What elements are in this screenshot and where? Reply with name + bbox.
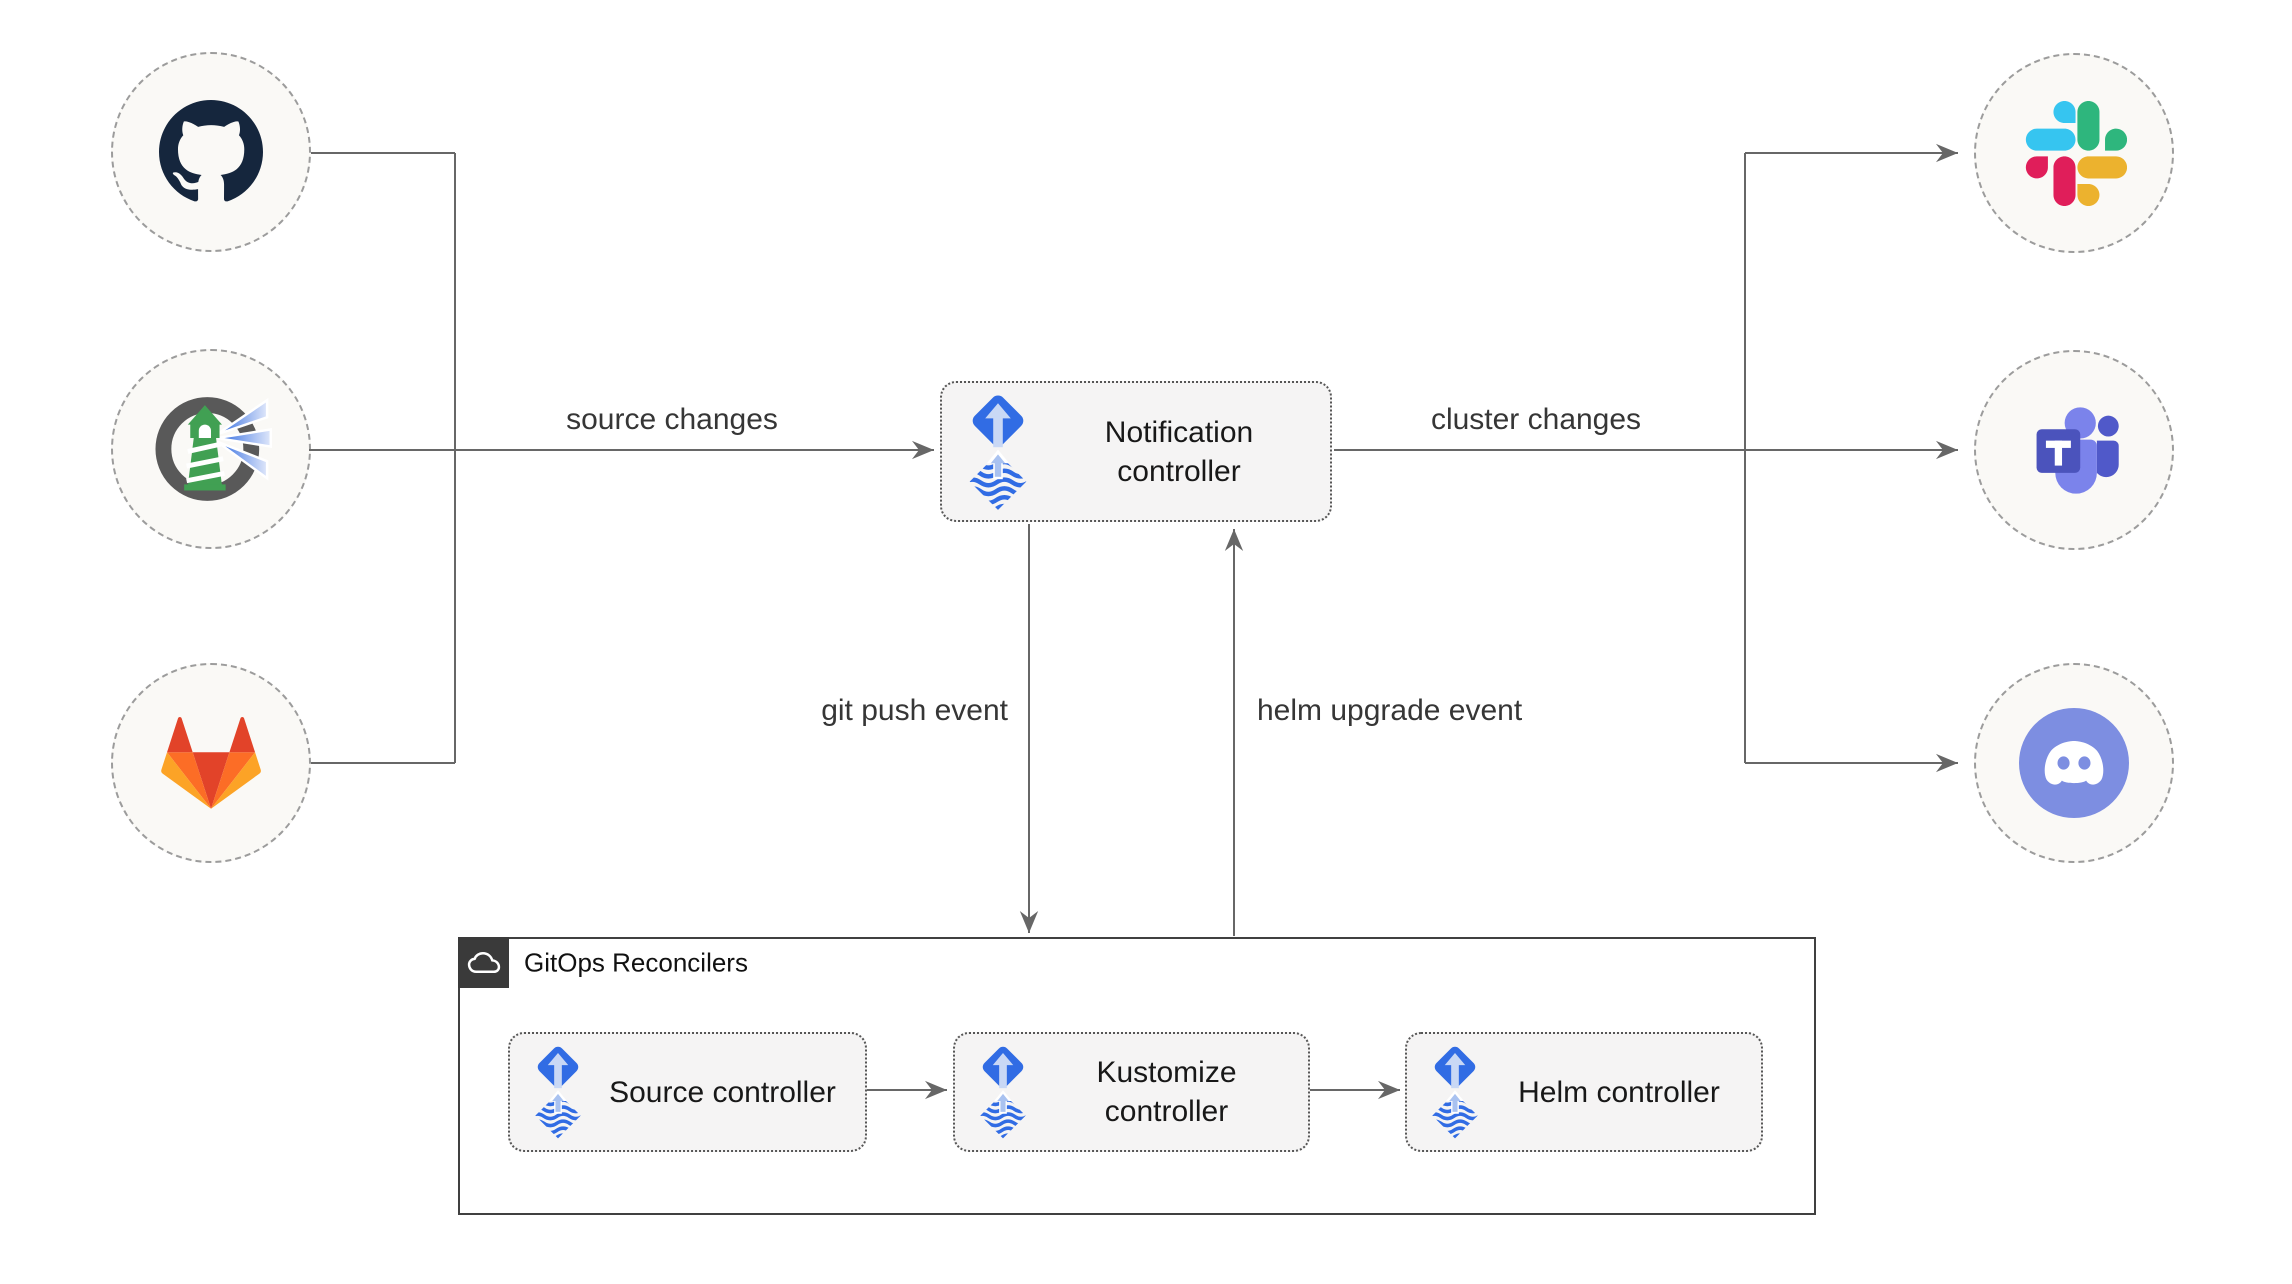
- container-title: GitOps Reconcilers: [524, 947, 748, 978]
- flux-icon: [958, 392, 1038, 512]
- node-source-controller: Source controller: [508, 1032, 867, 1152]
- edge-label-git-push-event: git push event: [821, 694, 1008, 727]
- target-node-discord: [1974, 663, 2174, 863]
- node-kustomize-controller: Kustomize controller: [953, 1032, 1310, 1152]
- container-badge: [458, 937, 509, 988]
- microsoft-teams-icon: [2022, 398, 2126, 502]
- node-helm-controller: Helm controller: [1405, 1032, 1763, 1152]
- edge-label-source-changes: source changes: [566, 403, 778, 436]
- cloud-icon: [467, 951, 501, 974]
- node-label: Helm controller: [1518, 1075, 1720, 1109]
- gitlab-icon: [161, 717, 261, 809]
- source-node-harbor: [111, 349, 311, 549]
- github-icon: [159, 100, 263, 204]
- source-node-gitlab: [111, 663, 311, 863]
- node-notification-controller: Notification controller: [940, 381, 1332, 522]
- slack-icon: [2022, 101, 2127, 206]
- source-node-github: [111, 52, 311, 252]
- harbor-icon: [150, 388, 272, 510]
- flux-icon: [526, 1044, 590, 1140]
- discord-icon: [2019, 708, 2129, 818]
- edge-label-helm-upgrade-event: helm upgrade event: [1257, 694, 1523, 727]
- edge-label-cluster-changes: cluster changes: [1430, 403, 1642, 436]
- flux-icon: [1423, 1044, 1487, 1140]
- node-label: Kustomize controller: [1096, 1056, 1237, 1128]
- node-label: Source controller: [609, 1075, 836, 1109]
- target-node-slack: [1974, 53, 2174, 253]
- node-label: Notification controller: [1104, 415, 1254, 488]
- target-node-teams: [1974, 350, 2174, 550]
- flux-icon: [971, 1044, 1035, 1140]
